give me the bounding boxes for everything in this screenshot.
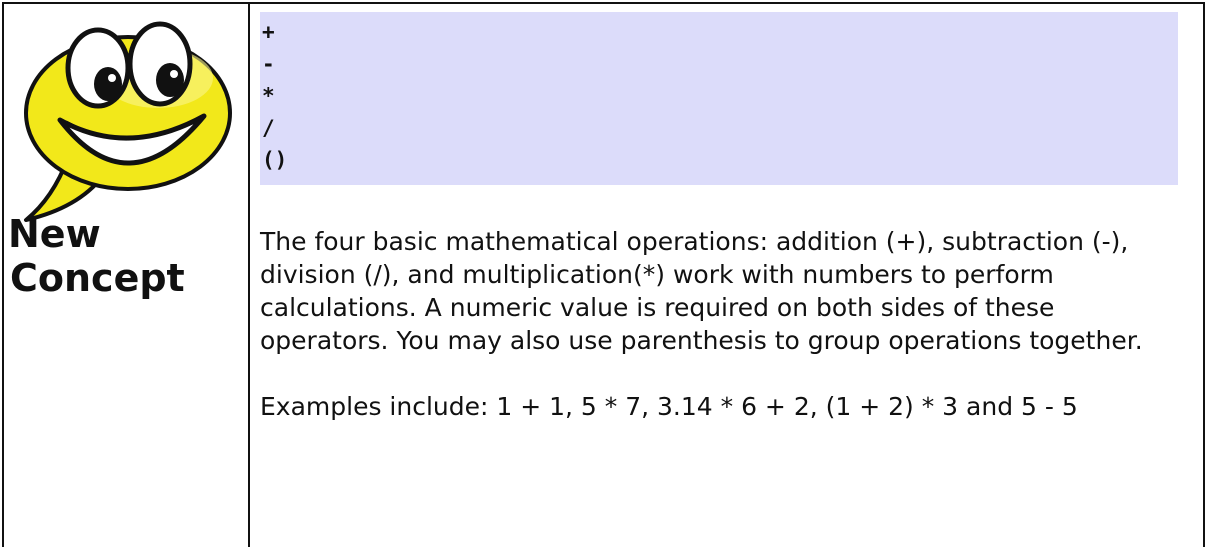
new-concept-caption: New Concept — [6, 212, 250, 300]
operator-divide: / — [262, 116, 275, 140]
concept-description: The four basic mathematical operations: … — [260, 227, 1143, 355]
caption-new: New — [8, 212, 101, 256]
operator-multiply: * — [262, 84, 275, 108]
concept-sidebar: New Concept — [4, 4, 250, 547]
concept-content: + - * / () The four basic mathematical o… — [260, 12, 1188, 423]
operator-parentheses: () — [262, 148, 288, 172]
operator-code-block: + - * / () — [260, 12, 1178, 185]
operator-minus: - — [262, 52, 275, 76]
operator-plus: + — [262, 20, 275, 44]
caption-concept: Concept — [10, 256, 185, 300]
smiley-speech-bubble-icon — [24, 21, 232, 222]
concept-examples: Examples include: 1 + 1, 5 * 7, 3.14 * 6… — [260, 392, 1078, 421]
